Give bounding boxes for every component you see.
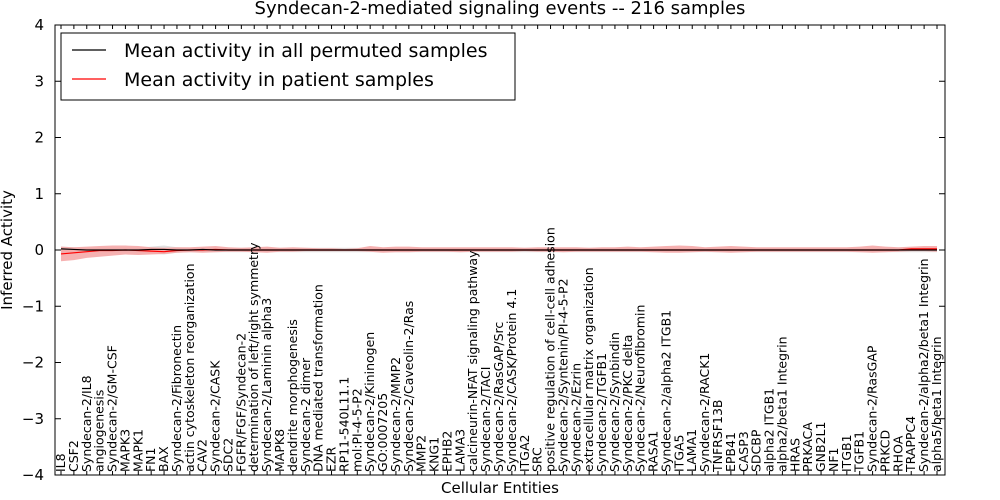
category-label: DNA mediated transformation	[311, 284, 326, 472]
y-tick-label: 1	[34, 185, 44, 203]
category-label: RHOA	[890, 435, 905, 472]
category-label: EZR	[324, 447, 339, 472]
category-label: Syndecan-2/Kininogen	[362, 332, 377, 472]
patient-band	[61, 245, 937, 262]
category-label: Syndecan-2/IL8	[79, 375, 94, 472]
category-label: FGFR/FGF/Syndecan-2	[233, 333, 248, 472]
category-label: angiogenesis	[92, 390, 107, 472]
category-label: HRAS	[787, 438, 802, 472]
category-label: KNG1	[427, 437, 442, 472]
y-tick-label: −4	[22, 466, 44, 484]
category-label: extracellular matrix organization	[581, 267, 596, 472]
category-label: ITGA5	[671, 434, 686, 472]
category-label: RASA1	[646, 431, 661, 472]
category-label: TGFB1	[852, 431, 867, 473]
legend-label-patient: Mean activity in patient samples	[124, 69, 434, 91]
category-label: Syndecan-2/CASK/Protein 4.1	[504, 289, 519, 472]
category-label: ITGA2	[517, 434, 532, 472]
category-label: FN1	[143, 448, 158, 473]
category-label: Syndecan-2/GM-CSF	[105, 345, 120, 472]
y-tick-label: −1	[22, 297, 44, 315]
x-axis-label: Cellular Entities	[441, 479, 559, 497]
category-label: Syndecan-2/RasGAP	[865, 345, 880, 472]
category-label: Syndecan-2/TGFB1	[594, 353, 609, 472]
y-axis: −4 −3 −2 −1 0 1 2 3 4	[22, 16, 945, 484]
category-label: Syndecan-2/Fibronectin	[169, 325, 184, 472]
category-label: Syndecan-2/PKC delta	[620, 335, 635, 472]
x-axis: IL8CSF2Syndecan-2/IL8angiogenesisSyndeca…	[53, 25, 944, 475]
y-tick-label: −3	[22, 410, 44, 428]
category-label: MAPK1	[130, 429, 145, 472]
category-label: ITGB1	[839, 434, 854, 472]
category-label: BAX	[156, 446, 171, 472]
category-label: MAPK3	[117, 429, 132, 472]
category-label: alpha5/beta1 Integrin	[929, 336, 944, 472]
legend-label-permuted: Mean activity in all permuted samples	[124, 40, 487, 62]
line-layer	[60, 248, 937, 255]
category-label: SDCBP	[749, 429, 764, 472]
category-label: PRKACA	[800, 422, 815, 472]
category-label: Syndecan-2/Ezrin	[568, 363, 583, 472]
band-layer	[61, 245, 937, 262]
category-label: Syndecan-2 dimer	[298, 357, 313, 472]
y-tick-label: 2	[34, 129, 44, 147]
category-label: mol:PI-4-5-P2	[349, 388, 364, 472]
category-label: alpha2 ITGB1	[762, 388, 777, 472]
legend-box	[60, 32, 516, 101]
category-label: TNFRSF13B	[710, 400, 725, 473]
category-label: IL8	[53, 453, 68, 472]
y-tick-label: −2	[22, 354, 44, 372]
category-label: CSF2	[66, 440, 81, 472]
category-label: MAPK8	[272, 429, 287, 472]
category-label: SRC	[530, 447, 545, 472]
category-label: LAMA1	[684, 429, 699, 472]
category-label: GNB2L1	[813, 422, 828, 472]
category-label: EPB41	[723, 432, 738, 472]
category-label: Syndecan-2/alpha2/beta1 Integrin	[916, 258, 931, 472]
category-label: Syndecan-2/RACK1	[697, 353, 712, 472]
y-tick-label: 4	[34, 16, 44, 34]
category-label: Syndecan-2/MMP2	[388, 357, 403, 472]
permuted-mean-line	[60, 248, 937, 251]
category-label: Syndecan-2/CASK	[208, 360, 223, 472]
category-label: GO:0007205	[375, 393, 390, 472]
category-label: Syndecan-2/Neurofibromin	[633, 305, 648, 472]
category-label: Syndecan-2/Syntenin/PI-4-5-P2	[555, 278, 570, 472]
category-label: SDC2	[220, 438, 235, 472]
category-label: Syndecan-2/RasGAP/Src	[491, 322, 506, 472]
category-label: MMP2	[414, 435, 429, 472]
category-label: RP11-540L11.1	[336, 377, 351, 472]
category-label: Syndecan-2/alpha2 ITGB1	[658, 310, 673, 472]
y-axis-label: Inferred Activity	[0, 190, 16, 310]
category-label: actin cytoskeleton reorganization	[182, 263, 197, 472]
category-label: Syndecan-2/Laminin alpha3	[259, 298, 274, 472]
y-tick-label: 3	[34, 72, 44, 90]
legend: Mean activity in all permuted samples Me…	[60, 32, 516, 101]
chart-title: Syndecan-2-mediated signaling events -- …	[255, 0, 746, 19]
category-label: calcineurin-NFAT signaling pathway	[465, 250, 480, 472]
category-label: dendrite morphogenesis	[285, 319, 300, 472]
category-label: Syndecan-2/Synbindin	[607, 332, 622, 472]
category-label: CASP3	[736, 431, 751, 472]
category-label: determination of left/right symmetry	[246, 242, 261, 472]
category-label: positive regulation of cell-cell adhesio…	[543, 227, 558, 472]
category-label: TRAPPC4	[903, 416, 918, 473]
category-label: CAV2	[195, 439, 210, 472]
category-label: Syndecan-2/Caveolin-2/Ras	[401, 301, 416, 472]
category-label: EPHB2	[439, 431, 454, 472]
category-label: LAMA3	[452, 429, 467, 472]
category-label: alpha2/beta1 Integrin	[774, 336, 789, 472]
category-label: Syndecan-2/TACI	[478, 367, 493, 472]
category-label: PRKCD	[877, 430, 892, 472]
category-label: NF1	[826, 447, 841, 472]
y-tick-label: 0	[34, 241, 44, 259]
